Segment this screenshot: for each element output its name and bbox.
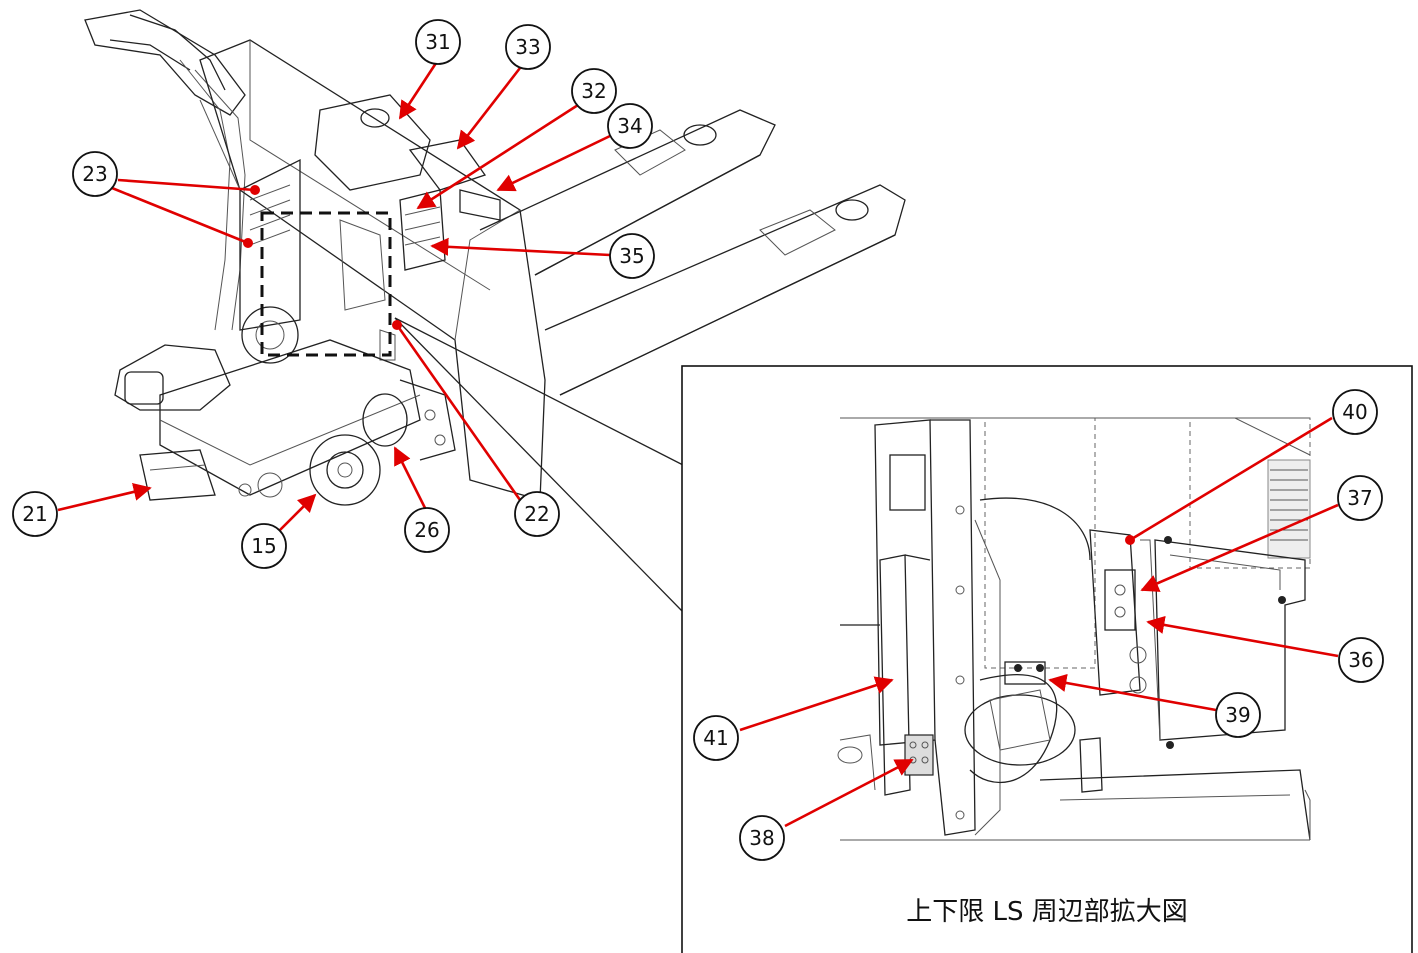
leader-41 (739, 676, 894, 732)
callout-35: 35 (609, 233, 655, 279)
leader-32 (416, 103, 579, 210)
svg-text:21: 21 (22, 502, 47, 526)
svg-text:34: 34 (617, 114, 642, 138)
svg-text:39: 39 (1225, 703, 1250, 727)
leader-22 (395, 324, 522, 501)
leader-39 (1048, 673, 1217, 712)
detail-inset (681, 365, 1413, 953)
leader-26 (393, 446, 427, 509)
callout-22: 22 (514, 491, 560, 537)
svg-text:35: 35 (619, 244, 644, 268)
leader-38 (784, 758, 914, 828)
callout-26: 26 (404, 507, 450, 553)
callout-21: 21 (12, 491, 58, 537)
callout-39: 39 (1215, 692, 1261, 738)
callout-40: 40 (1332, 389, 1378, 435)
svg-text:23: 23 (82, 162, 107, 186)
callout-41: 41 (693, 715, 739, 761)
callout-37: 37 (1337, 475, 1383, 521)
svg-text:22: 22 (524, 502, 549, 526)
inset-drawing (837, 417, 1311, 841)
svg-text:41: 41 (703, 726, 728, 750)
leader-35 (430, 237, 611, 257)
svg-text:32: 32 (581, 79, 606, 103)
leader-31 (398, 59, 440, 120)
svg-text:33: 33 (515, 35, 540, 59)
leader-lines (57, 59, 1339, 828)
dot-23b (243, 238, 253, 248)
svg-text:26: 26 (414, 518, 439, 542)
inset-caption: 上下限 LS 周辺部拡大図 (906, 897, 1188, 927)
dot-22 (392, 320, 402, 330)
callouts: 31 33 32 34 23 35 21 15 26 22 40 37 36 3… (12, 19, 1384, 861)
leader-15 (279, 493, 317, 531)
callout-38: 38 (739, 815, 785, 861)
callout-32: 32 (571, 68, 617, 114)
svg-text:36: 36 (1348, 648, 1373, 672)
callout-36: 36 (1338, 637, 1384, 683)
callout-23: 23 (72, 151, 118, 197)
leader-33 (456, 67, 522, 150)
dot-23a (250, 185, 260, 195)
leader-23b (111, 186, 249, 245)
callout-34: 34 (607, 103, 653, 149)
leader-21 (57, 482, 152, 512)
svg-text:37: 37 (1347, 486, 1372, 510)
dot-40 (1125, 535, 1135, 545)
svg-text:40: 40 (1342, 400, 1367, 424)
leader-36 (1146, 615, 1339, 658)
leader-40 (1129, 416, 1333, 542)
svg-text:38: 38 (749, 826, 774, 850)
leader-23a (117, 178, 256, 192)
svg-text:15: 15 (251, 534, 276, 558)
inset-frame (681, 365, 1413, 953)
svg-text:31: 31 (425, 30, 450, 54)
leader-37 (1140, 503, 1339, 592)
zoom-region-box (260, 211, 392, 357)
callout-33: 33 (505, 24, 551, 70)
leader-34 (496, 134, 611, 192)
callout-15: 15 (241, 523, 287, 569)
callout-31: 31 (415, 19, 461, 65)
